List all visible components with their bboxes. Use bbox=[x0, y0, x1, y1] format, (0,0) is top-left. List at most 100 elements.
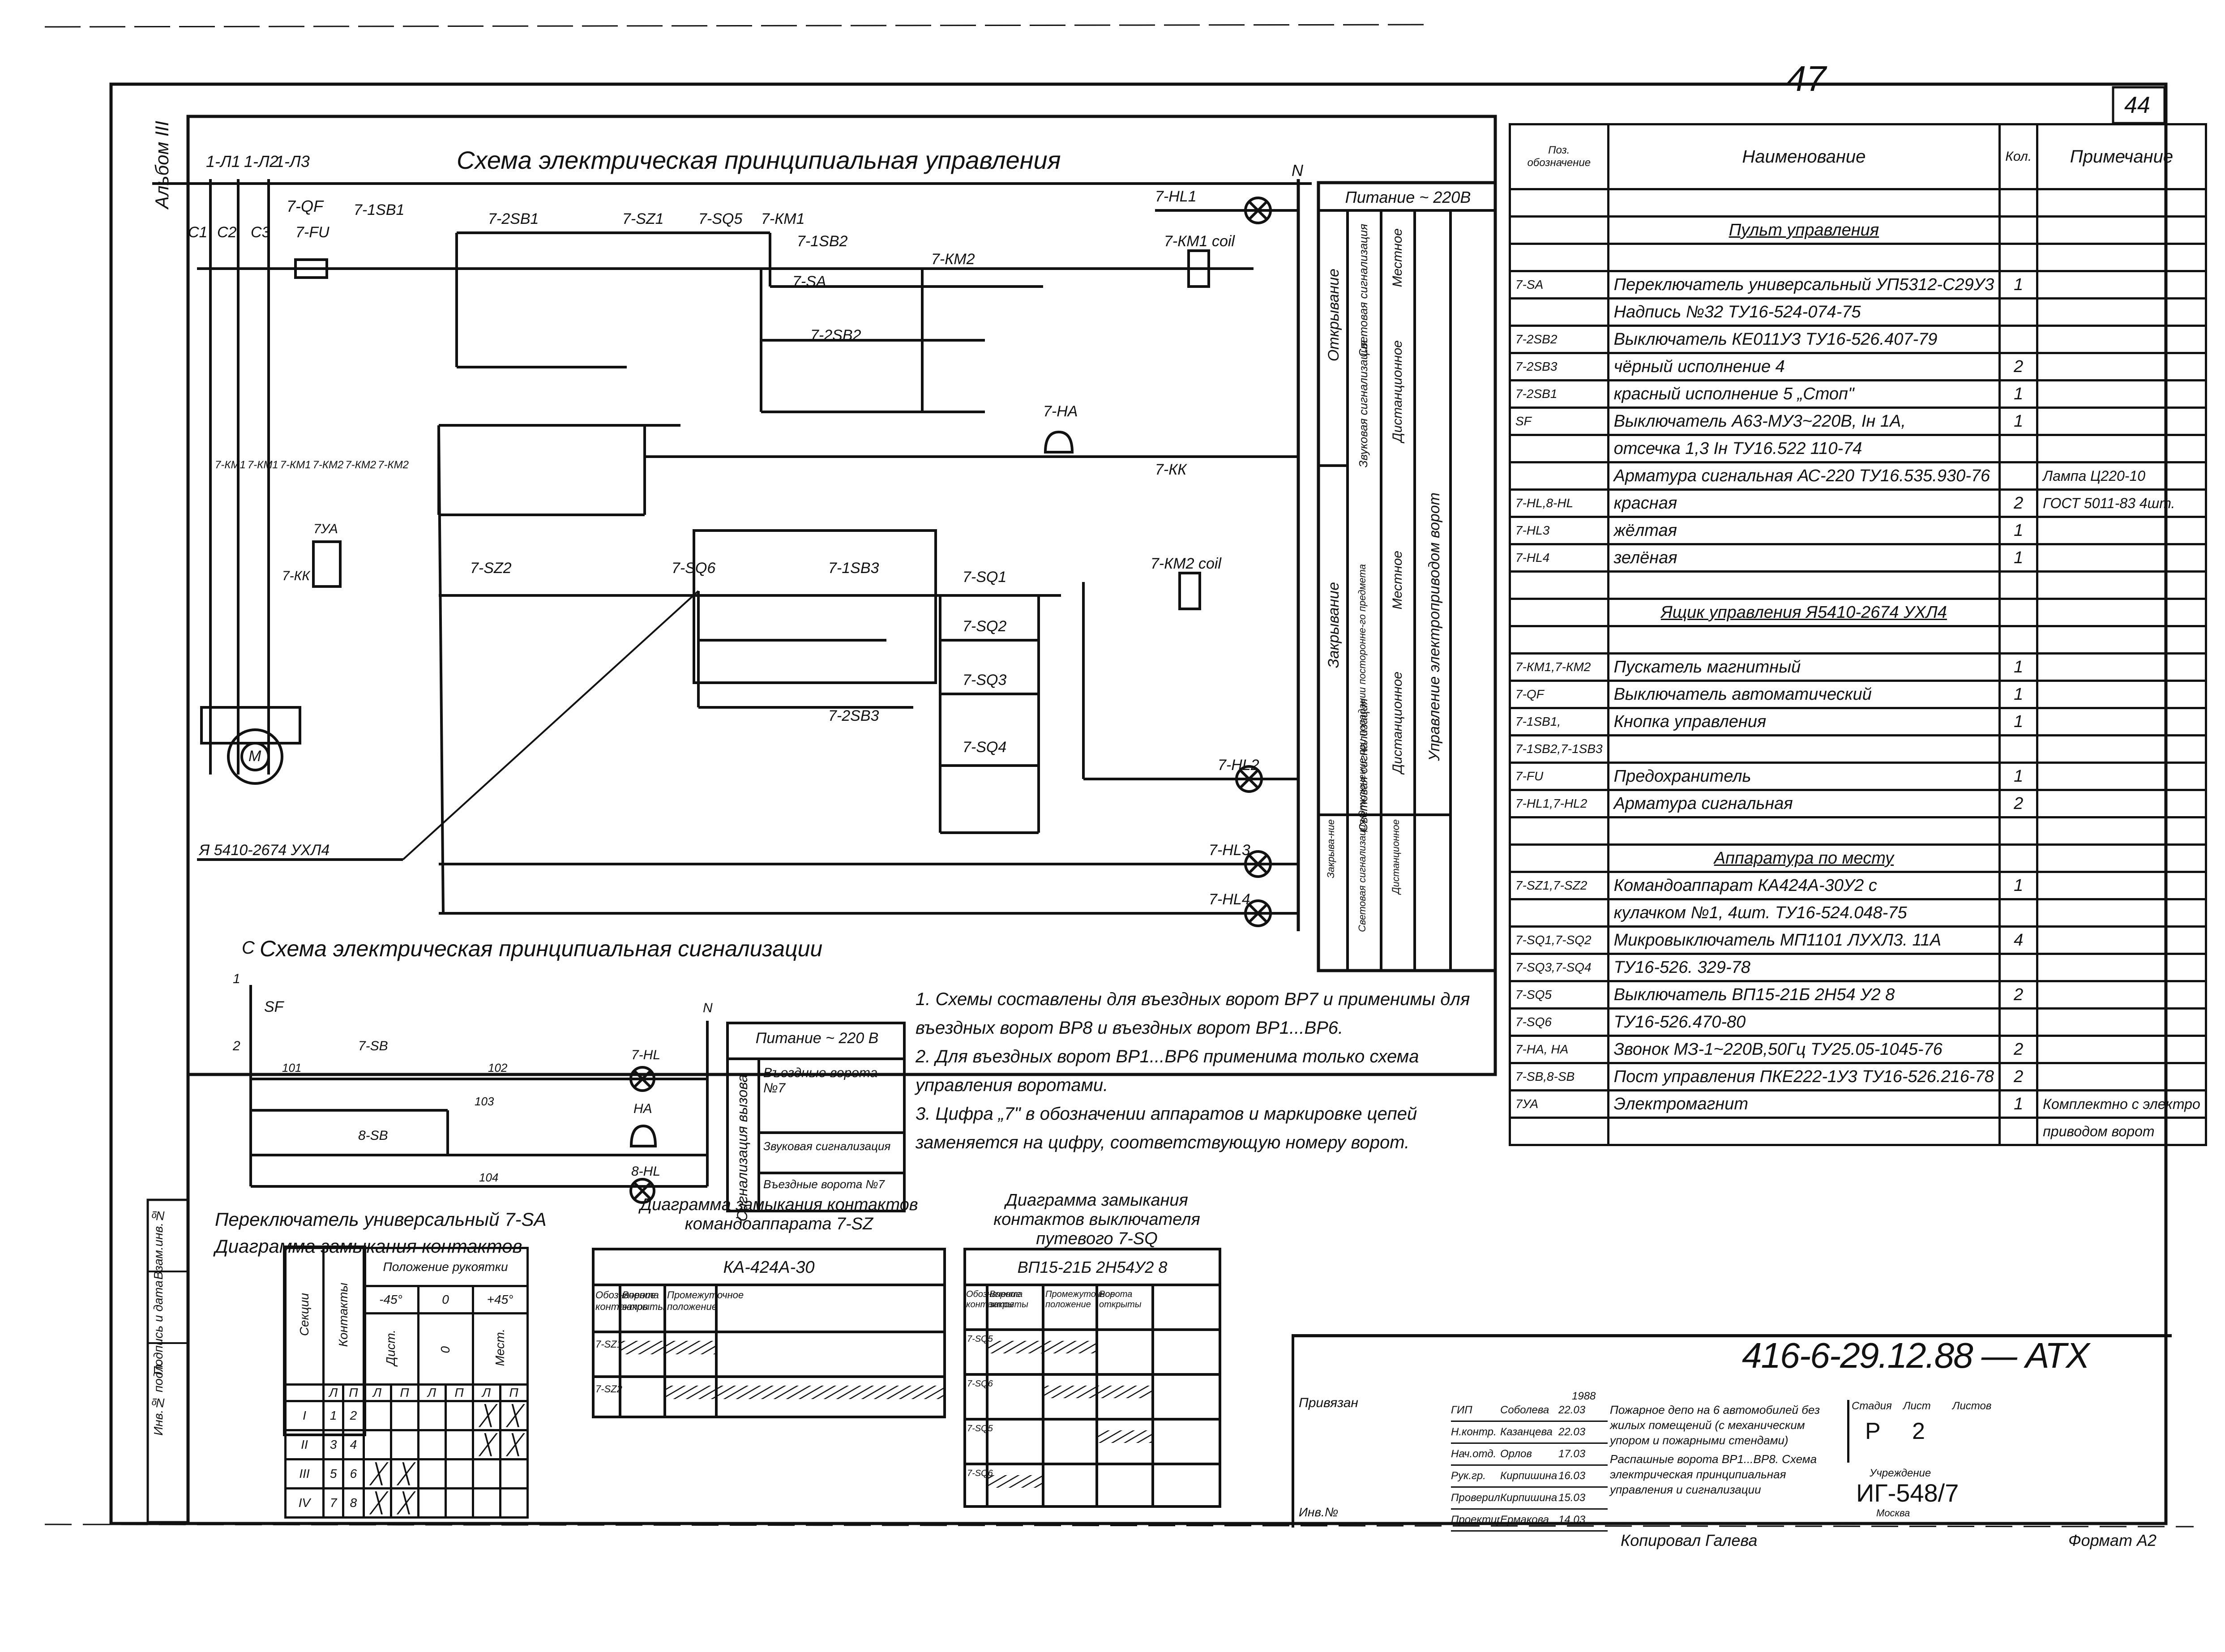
tb-staff-name: Ермакова bbox=[1500, 1514, 1549, 1526]
fuse-label: 7-FU bbox=[295, 224, 329, 241]
spec-cell-pos: 7-HL1,7-HL2 bbox=[1509, 789, 1609, 818]
spec-cell-qty bbox=[1998, 243, 2039, 272]
ft-bottom-light: Световая сигнализация bbox=[1356, 819, 1368, 932]
spec-cell-qty bbox=[1998, 215, 2039, 245]
sa-h-contacts: Контакты bbox=[336, 1282, 351, 1347]
copied-by: Копировал Галева bbox=[1621, 1531, 1758, 1549]
spec-cell-qty bbox=[1998, 188, 2039, 218]
spec-cell-name bbox=[1607, 734, 2001, 764]
sq-row-label: 7-SQ6 bbox=[967, 1468, 993, 1478]
spec-cell-name: Арматура сигнальная АС-220 ТУ16.535.930-… bbox=[1607, 461, 2001, 491]
spec-cell-note bbox=[2036, 215, 2207, 245]
spec-cell-pos: 7-SQ5 bbox=[1509, 980, 1609, 1010]
page-number-handwritten: 47 bbox=[1786, 59, 1826, 98]
spec-section-row: Пульт управления bbox=[1509, 215, 2207, 245]
tb-staff-role: Проектир. bbox=[1451, 1514, 1500, 1526]
spec-cell-qty bbox=[1998, 898, 2039, 928]
spec-cell-pos: 7-SZ1,7-SZ2 bbox=[1509, 871, 1609, 900]
element-label: 7-SQ5 bbox=[698, 210, 743, 227]
spec-cell-pos: 7-FU bbox=[1509, 762, 1609, 791]
sq-closed-bar bbox=[987, 1475, 1043, 1488]
signal-phase: С bbox=[242, 938, 255, 958]
spec-cell-name: Переключатель универсальный УП5312-С29У3 bbox=[1607, 270, 2001, 300]
sa-open-cell bbox=[417, 1400, 447, 1431]
element-label: 7-2SB3 bbox=[828, 707, 879, 724]
spec-cell-pos: SF bbox=[1509, 407, 1609, 436]
spec-row: 7-1SB2,7-1SB3 bbox=[1509, 734, 2207, 764]
sa-closed-mark: ╳ bbox=[499, 1400, 529, 1431]
sa-closed-mark: ╳ bbox=[389, 1458, 419, 1489]
sz-h-designation: Обозначение контактов bbox=[595, 1289, 656, 1312]
ft-close: Закрывание bbox=[1325, 582, 1342, 668]
spec-cell-name bbox=[1607, 625, 2001, 655]
spec-cell-name: Выключатель ВП15-21Б 2Н54 У2 8 bbox=[1607, 980, 2001, 1010]
spec-cell-pos bbox=[1509, 243, 1609, 272]
tb-staff-date: 17.03 bbox=[1558, 1448, 1586, 1460]
spec-cell-note bbox=[2036, 816, 2207, 846]
contactor-label: 7-КМ2 bbox=[312, 459, 344, 471]
sz-diagram-title: Диаграмма замыкания контактов командоапп… bbox=[640, 1195, 918, 1233]
sa-lr-cell: Л bbox=[322, 1383, 345, 1402]
spec-row bbox=[1509, 816, 2207, 846]
spec-cell-name: Пост управления ПКЕ222-1У3 ТУ16-526.216-… bbox=[1607, 1062, 2001, 1091]
spec-cell-pos bbox=[1509, 461, 1609, 491]
ft-bottom-remote: Дистанционное bbox=[1390, 819, 1401, 894]
element-label: 7-2SB2 bbox=[810, 327, 861, 344]
sa-h-sections: Секции bbox=[297, 1293, 311, 1336]
spec-row: отсечка 1,3 Iн ТУ16.522 110-74 bbox=[1509, 434, 2207, 463]
sz-closed-bar bbox=[665, 1341, 716, 1354]
spec-cell-qty bbox=[1998, 734, 2039, 764]
spec-cell-note bbox=[2036, 434, 2207, 463]
spec-cell-pos bbox=[1509, 215, 1609, 245]
signal-pin-1: 1 bbox=[233, 972, 240, 986]
spec-row bbox=[1509, 625, 2207, 655]
signal-table-row-1: Въездные ворота №7 bbox=[763, 1066, 878, 1096]
spec-cell-pos: 7-2SB3 bbox=[1509, 352, 1609, 381]
spec-cell-qty: 2 bbox=[1998, 488, 2039, 518]
sa-closed-mark: ╳ bbox=[499, 1429, 529, 1460]
spec-cell-pos: 7-SQ1,7-SQ2 bbox=[1509, 925, 1609, 955]
spec-cell-qty: 1 bbox=[1998, 707, 2039, 736]
tb-object: Пожарное депо на 6 автомобилей без жилых… bbox=[1610, 1403, 1820, 1447]
spec-cell-name: отсечка 1,3 Iн ТУ16.522 110-74 bbox=[1607, 434, 2001, 463]
ft-remote-1: Дистанционное bbox=[1390, 340, 1405, 442]
spec-cell-qty: 2 bbox=[1998, 789, 2039, 818]
spec-cell-qty: 1 bbox=[1998, 652, 2039, 682]
spec-cell-note: ГОСТ 5011-83 4шт. bbox=[2036, 488, 2207, 518]
ft-light-signal-close: Световая сигнализация bbox=[1356, 698, 1370, 832]
tb-city: Москва bbox=[1876, 1507, 1910, 1519]
spec-cell-note bbox=[2036, 762, 2207, 791]
signal-neutral: N bbox=[703, 1001, 713, 1015]
spec-cell-pos: 7-HL4 bbox=[1509, 543, 1609, 573]
contactor-label: 7-КМ1 bbox=[215, 459, 246, 471]
spec-cell-name: Пульт управления bbox=[1607, 215, 2001, 245]
spec-cell-pos bbox=[1509, 1117, 1609, 1146]
terminal-c3: C3 bbox=[251, 224, 270, 241]
spec-cell-name: Арматура сигнальная bbox=[1607, 789, 2001, 818]
spec-cell-note bbox=[2036, 925, 2207, 955]
side-field-replace-inv: Взам.инв.№ bbox=[151, 1209, 165, 1280]
signal-scheme-title: Схема электрическая принципиальная сигна… bbox=[260, 936, 823, 961]
note-1: 1. Схемы составлены для въездных ворот В… bbox=[916, 989, 1470, 1038]
spec-cell-qty: 1 bbox=[1998, 270, 2039, 300]
spec-cell-qty bbox=[1998, 461, 2039, 491]
sa-open-cell bbox=[362, 1429, 392, 1460]
spec-cell-pos: 7-HL,8-HL bbox=[1509, 488, 1609, 518]
spec-cell-name: красная bbox=[1607, 488, 2001, 518]
spec-cell-name bbox=[1607, 243, 2001, 272]
spec-cell-name: Пускатель магнитный bbox=[1607, 652, 2001, 682]
spec-cell-name bbox=[1607, 1117, 2001, 1146]
sa-section: IV bbox=[284, 1487, 325, 1519]
spec-cell-note bbox=[2036, 570, 2207, 600]
signal-pin-2: 2 bbox=[233, 1039, 240, 1053]
